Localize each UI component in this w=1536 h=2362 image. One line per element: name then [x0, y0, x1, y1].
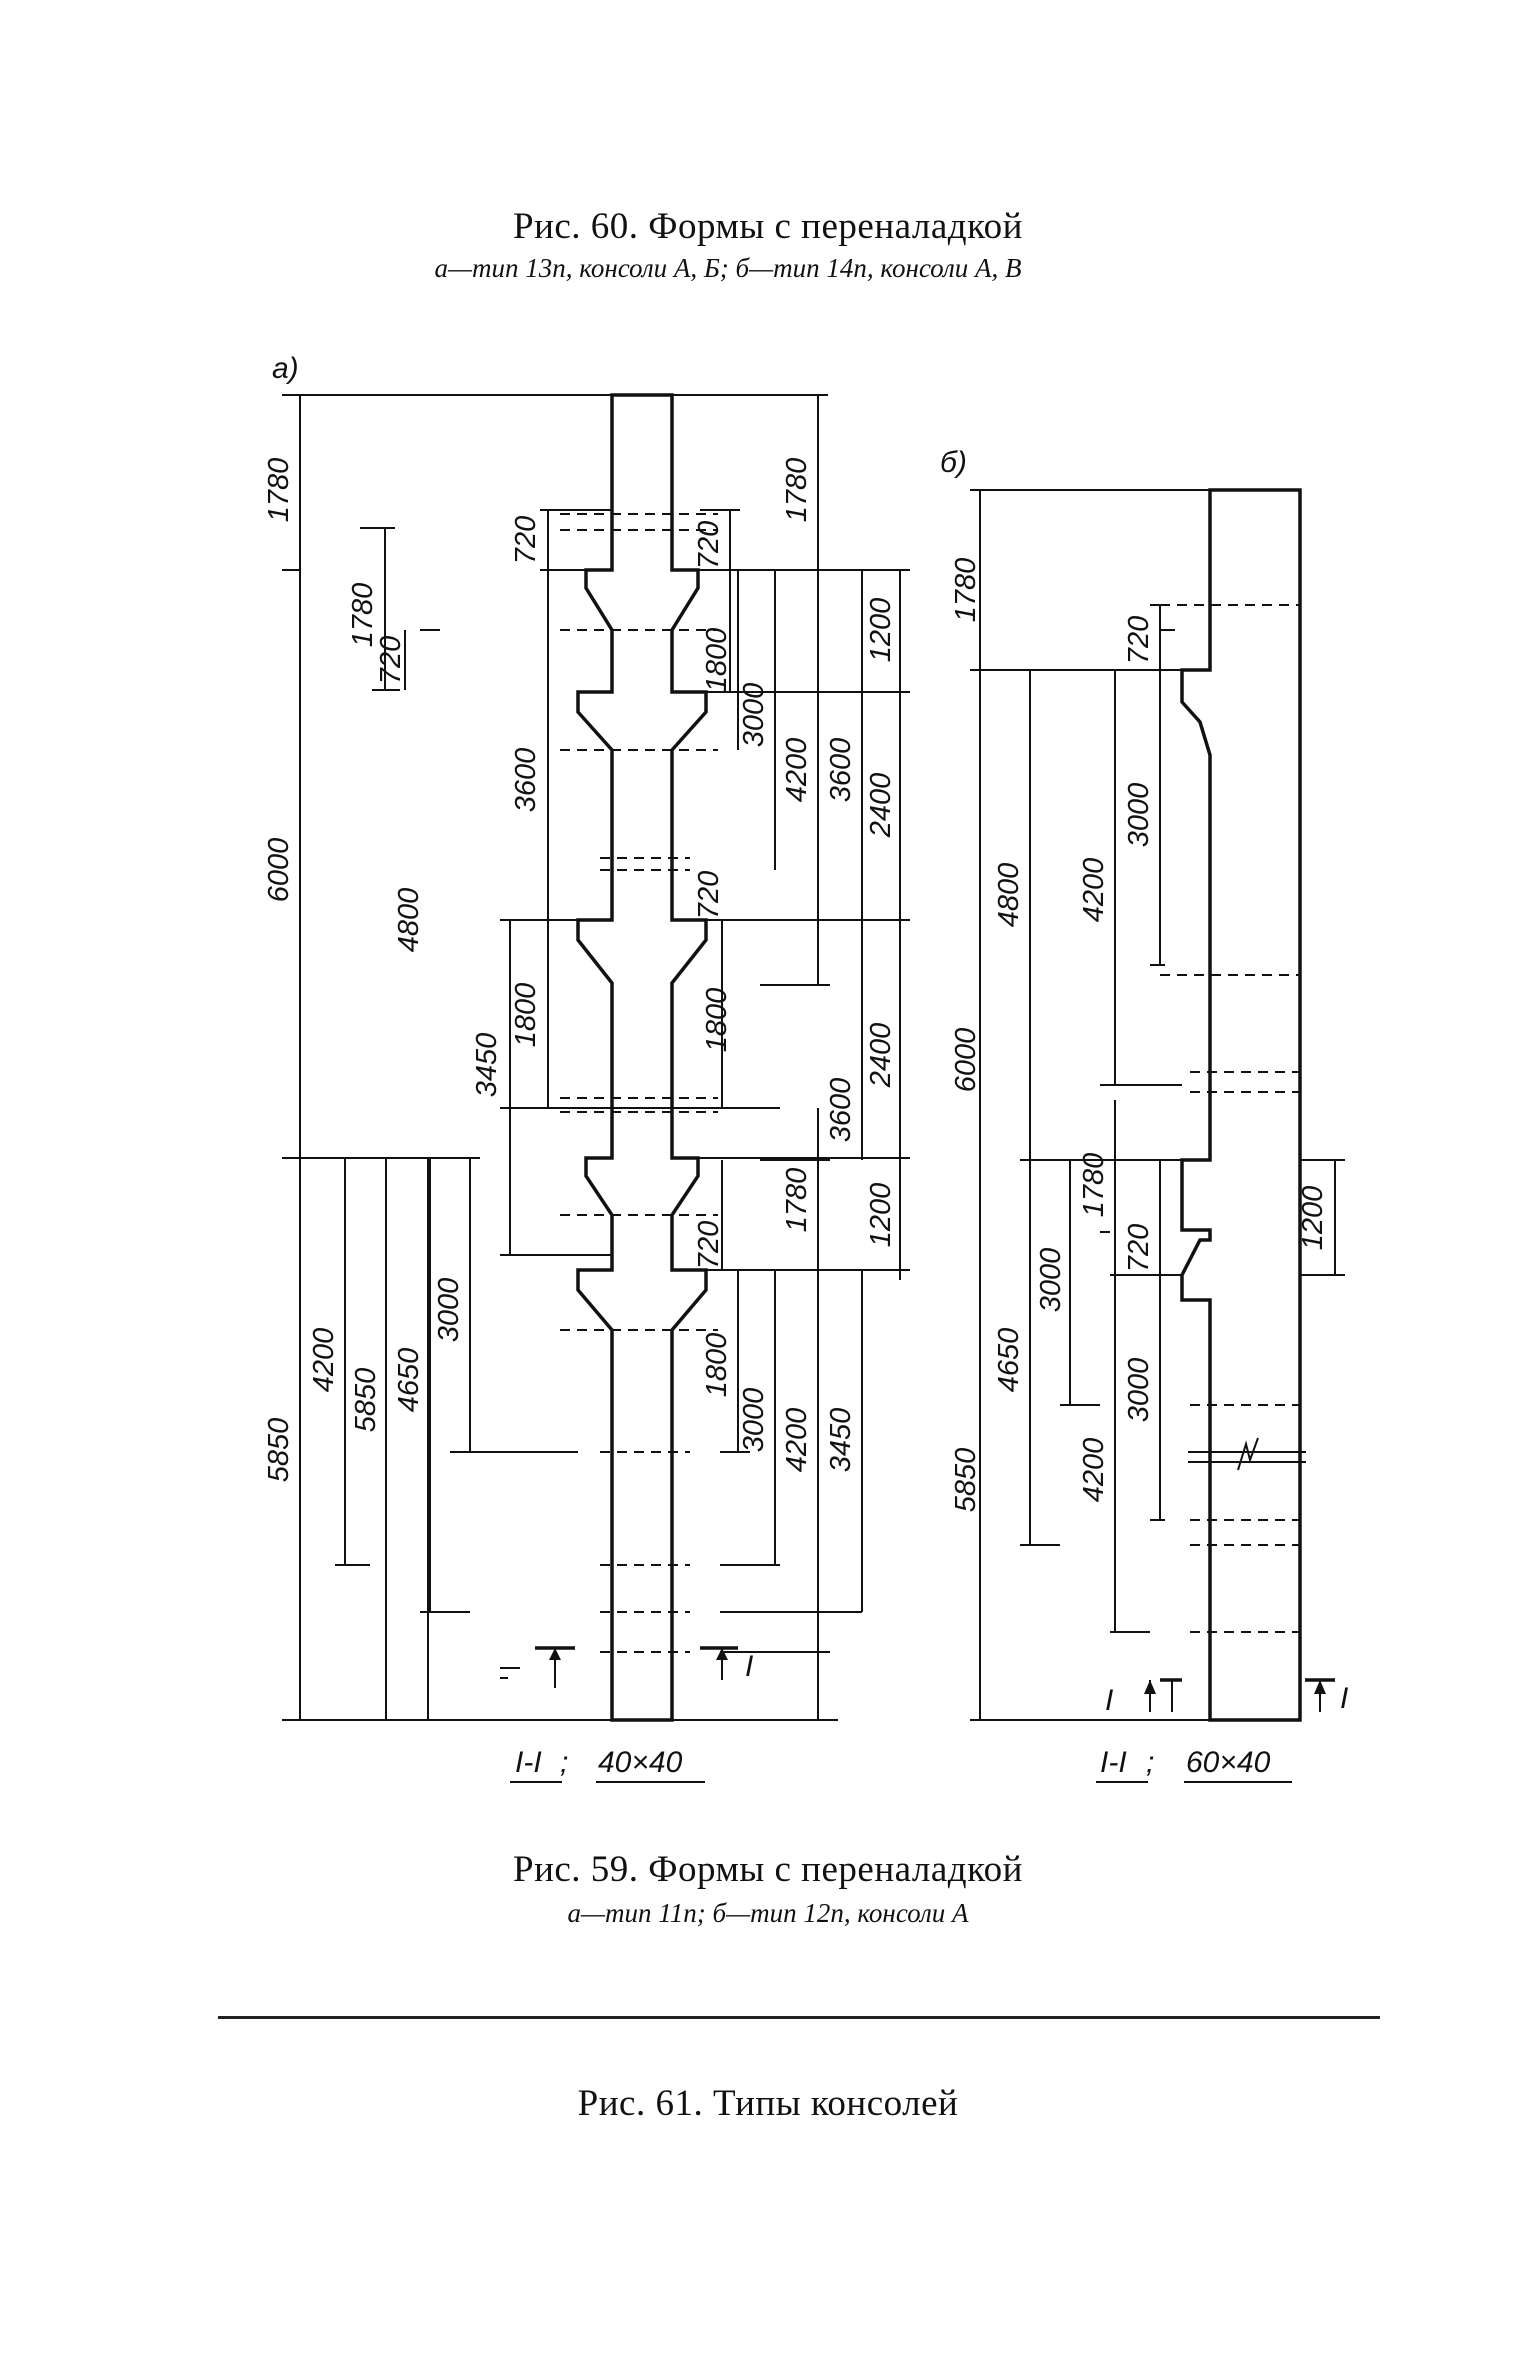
dim-3000-left: 3000: [433, 1278, 465, 1343]
dim-6000: 6000: [263, 838, 295, 903]
panel-a-section-markers: I: [500, 1646, 753, 1688]
dim-b-720-b: 720: [1123, 1224, 1155, 1272]
dim-5850-left: 5850: [350, 1368, 382, 1433]
dim-1800-r2: 1800: [701, 988, 733, 1053]
dim-b-3000-a: 3000: [1123, 783, 1155, 848]
panel-a-extension-lines: [282, 394, 910, 1721]
dim-3450-r3: 3450: [825, 1408, 857, 1473]
dim-4200-r3: 4200: [781, 1408, 813, 1473]
dim-1780-rm: 1780: [781, 1168, 813, 1233]
panel-b-section-mark-right: I: [1340, 1682, 1348, 1715]
dim-1780-outer: 1780: [263, 458, 295, 523]
dim-1800-r3: 1800: [701, 1333, 733, 1398]
dim-720-r2: 720: [693, 871, 725, 919]
panel-b-dimension-texts: 1780 6000 5850 4800 4650 4200 3000 720 3…: [950, 558, 1329, 1513]
panel-b-separator: ;: [1146, 1746, 1154, 1779]
column-a-dashes: [560, 513, 718, 1653]
fig59-subtitle: а—тип 11п; б—тип 12п, консоли А: [567, 1898, 969, 1928]
dim-4650-left: 4650: [393, 1348, 425, 1413]
dim-1200-b: 1200: [865, 1183, 897, 1248]
dim-b-3000-b: 3000: [1035, 1248, 1067, 1313]
dim-1780-rt: 1780: [781, 458, 813, 523]
dim-3000-r3: 3000: [738, 1388, 770, 1453]
panel-a-section-name: I-I: [515, 1746, 542, 1779]
dim-3450-c: 3450: [471, 1033, 503, 1098]
panel-a-dimension-lines: [299, 395, 901, 1720]
fig59-title: Рис. 59. Формы с переналадкой: [513, 1849, 1023, 1890]
fig60-subtitle: а—тип 13п, консоли А, Б; б—тип 14п, конс…: [434, 253, 1022, 283]
dim-b-4800: 4800: [993, 863, 1025, 928]
panel-b-section-name: I-I: [1100, 1746, 1127, 1779]
dim-720-r1: 720: [693, 521, 725, 569]
column-a-outline: [576, 393, 708, 1722]
panel-a-section-size: 40×40: [598, 1746, 683, 1779]
fig61-title: Рис. 61. Типы консолей: [577, 2083, 959, 2124]
dim-720-r3: 720: [693, 1221, 725, 1269]
dim-2400-b: 2400: [865, 1023, 897, 1089]
dim-b-4650: 4650: [993, 1328, 1025, 1393]
dim-4800: 4800: [393, 888, 425, 953]
panel-a-label: а): [272, 352, 299, 385]
panel-b-section-markers: I I: [1105, 1678, 1348, 1717]
dim-b-4200-c: 4200: [1078, 1438, 1110, 1503]
column-b-outline: [1180, 488, 1302, 1722]
panel-a-dimension-texts: 1780 6000 5850 1780 720 4800 4200 5850 4…: [263, 458, 897, 1483]
break-symbol: [1188, 1437, 1306, 1471]
panel-b: б): [940, 446, 1348, 1783]
dim-b-1780: 1780: [950, 558, 982, 623]
fig60-title: Рис. 60. Формы с переналадкой: [513, 206, 1023, 247]
dim-5850-outer: 5850: [263, 1418, 295, 1483]
dim-1780-inner: 1780: [347, 583, 379, 648]
dim-b-4200-a: 4200: [1078, 858, 1110, 923]
panel-b-dimension-lines: [979, 490, 1336, 1720]
dim-b-720-a: 720: [1123, 616, 1155, 664]
dim-b-5850: 5850: [950, 1448, 982, 1513]
panel-a: а): [263, 352, 910, 1783]
dim-1800-c: 1800: [510, 983, 542, 1048]
dim-b-6000: 6000: [950, 1028, 982, 1093]
dim-1800-r1: 1800: [701, 628, 733, 693]
panel-b-section-size: 60×40: [1186, 1746, 1271, 1779]
panel-b-section-mark-left: I: [1105, 1684, 1113, 1717]
dim-720-c1: 720: [510, 516, 542, 564]
dim-2400-a: 2400: [865, 773, 897, 839]
divider-rule: [218, 2016, 1380, 2019]
panel-a-separator: ;: [560, 1746, 568, 1779]
dim-3600-c: 3600: [510, 748, 542, 813]
dim-3000-r1: 3000: [738, 683, 770, 748]
dim-b-3000-c: 3000: [1123, 1358, 1155, 1423]
dim-4200-left: 4200: [308, 1328, 340, 1393]
panel-b-extension-lines: [970, 489, 1345, 1721]
dim-3600-rt: 3600: [825, 738, 857, 803]
dim-3600-rm: 3600: [825, 1078, 857, 1143]
column-b-dashes: [1160, 604, 1300, 1633]
dim-b-1780-b: 1780: [1078, 1153, 1110, 1218]
dim-4200-r1: 4200: [781, 738, 813, 803]
dim-1200-a: 1200: [865, 598, 897, 663]
dim-720-inner: 720: [375, 636, 407, 684]
panel-a-section-mark: I: [745, 1650, 753, 1683]
dim-b-1200: 1200: [1297, 1186, 1329, 1251]
panel-b-label: б): [940, 446, 967, 479]
